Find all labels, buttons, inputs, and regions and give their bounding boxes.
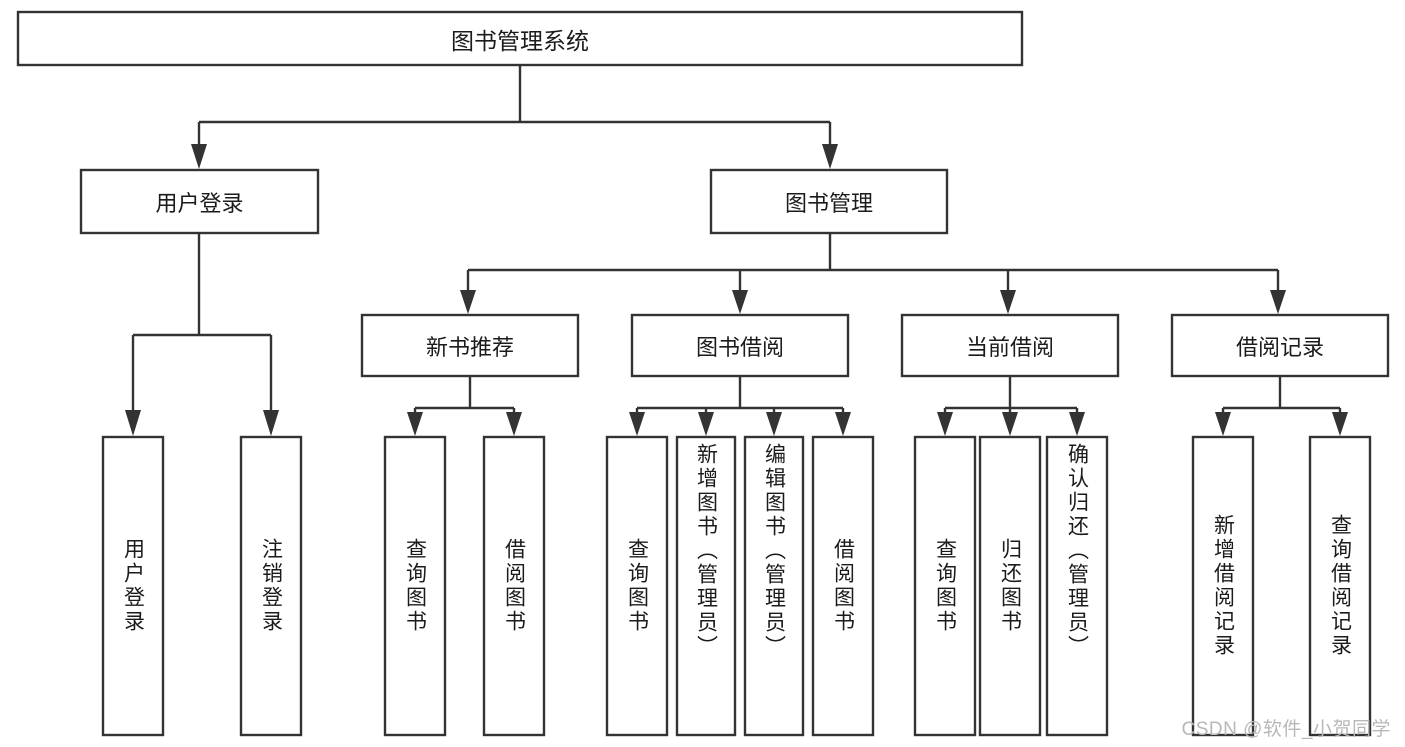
arrow-leaf-borrow-book-1 bbox=[506, 412, 522, 436]
arrow-leaf-add-book bbox=[698, 412, 714, 436]
node-leaf-query-book-2[interactable] bbox=[605, 435, 669, 737]
arrow-leaf-user-login bbox=[125, 410, 141, 436]
node-leaf-query-book-3[interactable] bbox=[913, 435, 977, 737]
node-leaf-borrow-book-1[interactable] bbox=[482, 435, 546, 737]
arrow-leaf-add-borrow-record bbox=[1215, 412, 1231, 436]
node-new-book-recommend[interactable] bbox=[360, 313, 580, 378]
arrow-to-book-borrow bbox=[732, 290, 748, 314]
arrow-leaf-borrow-book-2 bbox=[835, 412, 851, 436]
node-leaf-query-book-1[interactable] bbox=[383, 435, 447, 737]
arrow-leaf-query-book-3 bbox=[937, 412, 953, 436]
arrow-leaf-query-book-1 bbox=[407, 412, 423, 436]
node-borrow-record[interactable] bbox=[1170, 313, 1390, 378]
node-leaf-add-borrow-record[interactable] bbox=[1191, 435, 1255, 737]
arrow-leaf-query-borrow-record bbox=[1332, 412, 1348, 436]
node-leaf-query-borrow-record[interactable] bbox=[1308, 435, 1372, 737]
arrow-to-current-borrow bbox=[1000, 290, 1016, 314]
node-book-borrow[interactable] bbox=[630, 313, 850, 378]
node-leaf-edit-book-admin[interactable] bbox=[743, 435, 805, 737]
arrow-to-new-book-recommend bbox=[460, 290, 476, 314]
arrow-leaf-query-book-2 bbox=[629, 412, 645, 436]
node-leaf-add-book-admin[interactable] bbox=[675, 435, 737, 737]
arrow-to-book-manage bbox=[822, 144, 838, 169]
node-leaf-logout[interactable] bbox=[239, 435, 303, 737]
node-leaf-user-login[interactable] bbox=[101, 435, 165, 737]
arrow-to-user-login bbox=[191, 144, 207, 169]
node-title-box[interactable] bbox=[16, 10, 1024, 67]
node-book-manage[interactable] bbox=[709, 168, 949, 235]
connector-edges bbox=[125, 65, 1348, 436]
arrow-leaf-confirm-return bbox=[1069, 412, 1085, 436]
arrow-to-borrow-record bbox=[1270, 290, 1286, 314]
node-leaf-confirm-return-admin[interactable] bbox=[1045, 435, 1109, 737]
arrow-leaf-logout bbox=[263, 410, 279, 436]
node-leaf-borrow-book-2[interactable] bbox=[811, 435, 875, 737]
arrow-leaf-return-book bbox=[1002, 412, 1018, 436]
node-boxes bbox=[16, 10, 1390, 737]
node-leaf-return-book[interactable] bbox=[978, 435, 1042, 737]
node-current-borrow[interactable] bbox=[900, 313, 1120, 378]
node-user-login[interactable] bbox=[79, 168, 320, 235]
arrow-leaf-edit-book bbox=[766, 412, 782, 436]
